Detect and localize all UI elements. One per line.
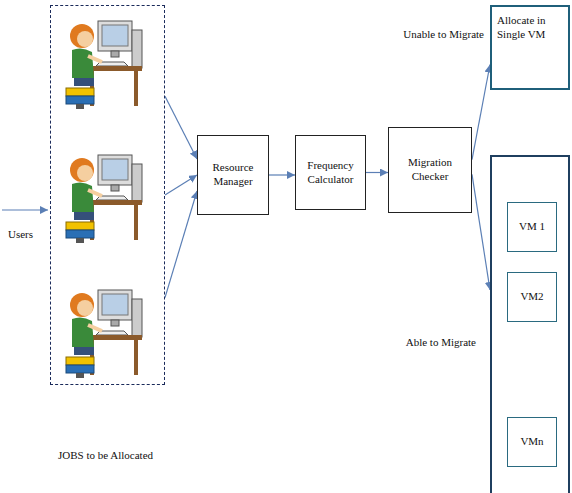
group-title: JOBS to be Allocated (57, 448, 154, 464)
vm-box: VMn (507, 417, 557, 467)
node-label: Allocate in Single VM (496, 13, 564, 43)
user-icon (66, 155, 142, 243)
jobs-group: JOBS to be Allocated (50, 5, 165, 385)
flow-arrow (366, 172, 388, 173)
flow-arrow (165, 175, 197, 195)
edge-label: Unable to Migrate (403, 28, 484, 40)
users-arrow (2, 209, 48, 210)
vm-box: VM2 (507, 272, 557, 322)
process-box: Migration Checker (388, 127, 472, 213)
process-box: Frequency Calculator (295, 135, 366, 210)
flow-arrow (269, 174, 295, 175)
flow-arrow (472, 174, 490, 290)
node-label: Resource Manager (200, 160, 266, 190)
node-label: VM 1 (518, 219, 546, 235)
process-box: Resource Manager (197, 135, 269, 215)
node-label: VMn (519, 434, 544, 450)
allocation-box: Allocate in Single VM (490, 5, 570, 90)
vm-box: VM 1 (507, 202, 557, 252)
flow-arrow (165, 191, 197, 298)
user-icon (66, 21, 142, 109)
vm-pool: VM 1 VM2VMn (490, 155, 570, 493)
user-icon (66, 290, 142, 378)
flow-arrow (472, 65, 490, 160)
node-label: Migration Checker (391, 155, 469, 185)
node-label: Frequency Calculator (298, 158, 363, 188)
edge-label: Able to Migrate (406, 336, 476, 348)
node-label: VM2 (519, 289, 544, 305)
flow-arrow (165, 96, 197, 159)
side-label: Users (8, 228, 33, 240)
